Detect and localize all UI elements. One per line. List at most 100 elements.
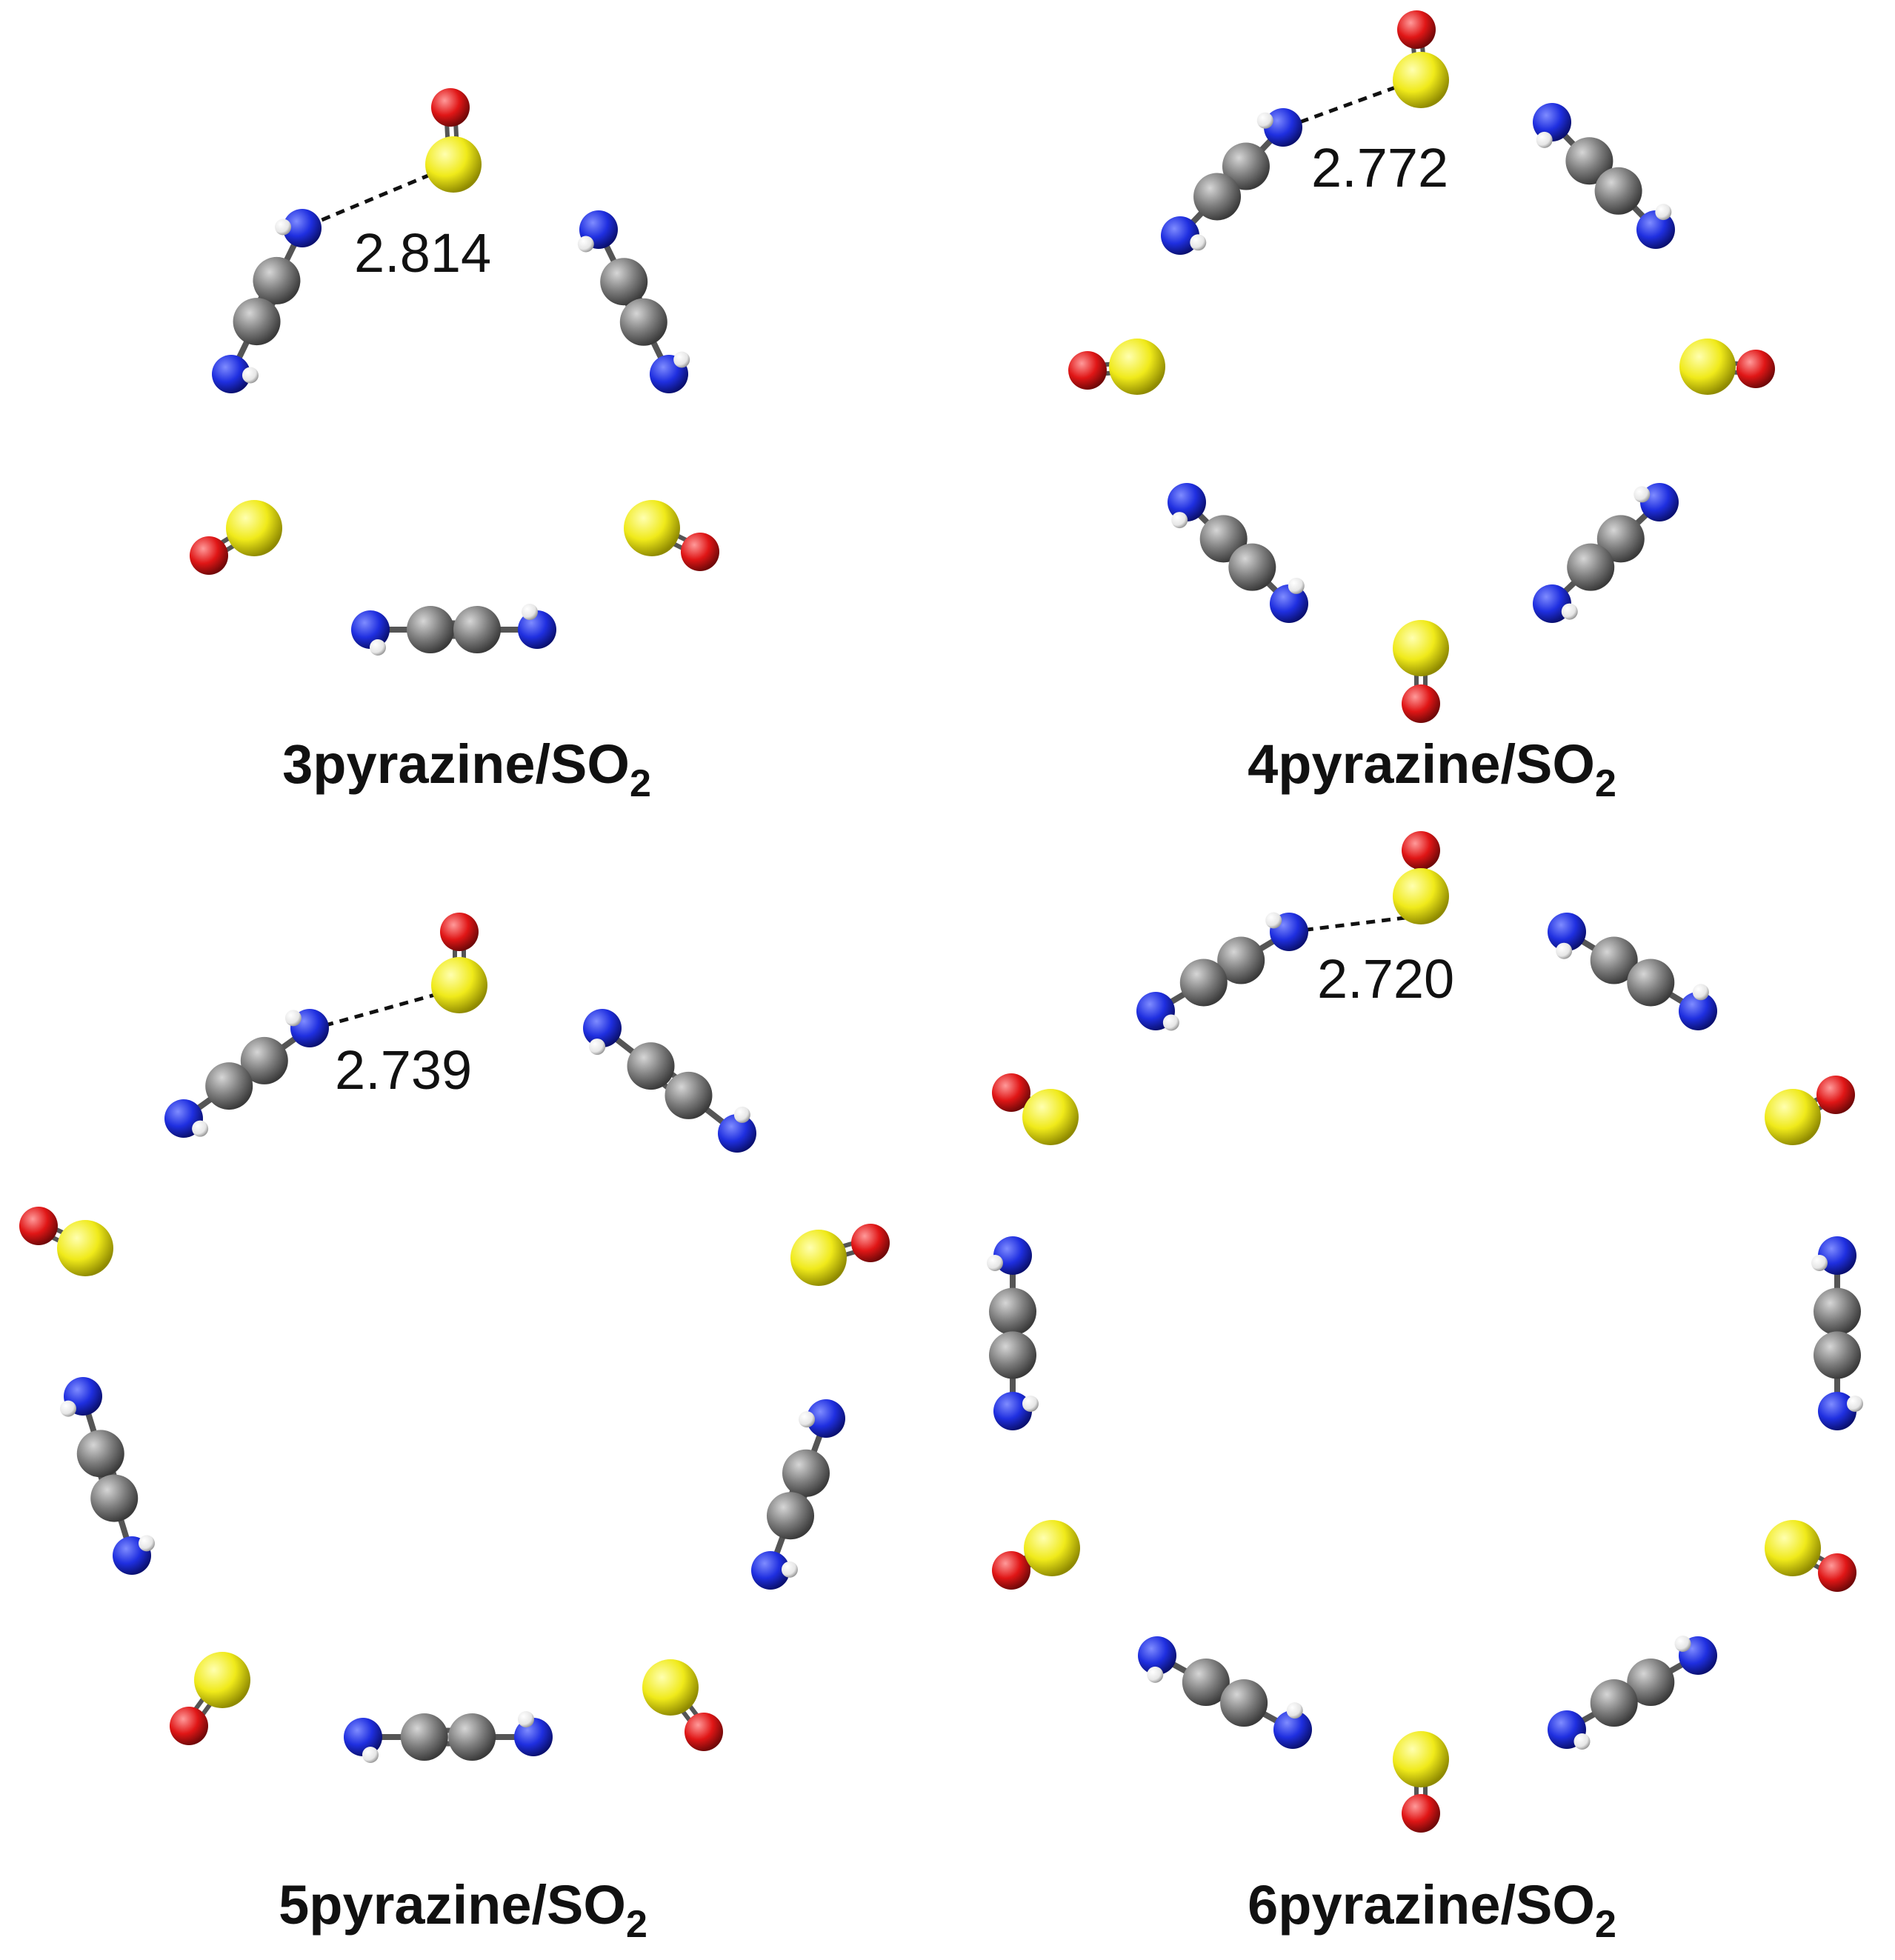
hydrogen-atom (1171, 512, 1188, 529)
nitrogen-atom (518, 610, 556, 649)
carbon-atom (240, 1036, 288, 1084)
carbon-atom (205, 1062, 253, 1110)
carbon-atom (1590, 1679, 1638, 1727)
oxygen-atom (19, 1207, 58, 1245)
carbon-atom (989, 1331, 1036, 1379)
hydrogen-atom (275, 219, 292, 236)
carbon-atom (1182, 1659, 1230, 1706)
carbon-atom (1222, 142, 1270, 190)
carbon-atom (767, 1492, 814, 1540)
oxygen-atom (1816, 1076, 1855, 1114)
hydrogen-atom (1692, 984, 1709, 1001)
nitrogen-atom (807, 1399, 845, 1438)
so2-molecule (624, 500, 719, 571)
nitrogen-atom (1138, 1636, 1176, 1675)
nitrogen-atom (1636, 210, 1675, 249)
carbon-atom (627, 1042, 675, 1090)
hydrogen-atom (1556, 942, 1573, 959)
carbon-atom (1179, 959, 1228, 1007)
carbon-atom (1814, 1287, 1861, 1336)
hydrogen-atom (1847, 1396, 1863, 1412)
oxygen-atom (431, 88, 470, 127)
nitrogen-atom (993, 1392, 1032, 1430)
so2-molecule (1068, 339, 1165, 395)
distance-label-3pyrazine: 2.814 (354, 222, 492, 284)
title-subscript: 2 (1594, 762, 1616, 805)
hydrogen-atom (1265, 912, 1282, 929)
hydrogen-atom (1162, 1014, 1179, 1031)
panel-4pyrazine (1068, 10, 1775, 723)
sulfur-atom (1765, 1089, 1821, 1145)
carbon-atom (233, 298, 281, 346)
sulfur-atom (790, 1230, 847, 1286)
hydrogen-bond-line (309, 989, 449, 1032)
carbon-atom (90, 1474, 139, 1522)
hydrogen-atom (518, 1711, 534, 1727)
hydrogen-atom (59, 1400, 76, 1417)
nitrogen-atom (993, 1236, 1032, 1275)
so2-molecule (992, 1520, 1080, 1590)
nitrogen-atom (1533, 103, 1571, 141)
carbon-atom (1228, 543, 1276, 591)
distance-label-4pyrazine: 2.772 (1311, 137, 1449, 199)
oxygen-atom (1397, 10, 1436, 49)
so2-molecule (1679, 339, 1775, 395)
carbon-atom (453, 606, 501, 653)
oxygen-atom (1402, 684, 1440, 723)
oxygen-atom (685, 1713, 723, 1751)
hydrogen-atom (370, 639, 386, 656)
carbon-atom (665, 1071, 713, 1119)
nitrogen-atom (212, 355, 250, 393)
oxygen-atom (1068, 351, 1107, 390)
title-main: 4pyrazine/SO (1248, 733, 1595, 795)
sulfur-atom (624, 500, 680, 556)
hydrogen-atom (1573, 1733, 1591, 1750)
panel-5pyrazine (19, 913, 890, 1763)
hydrogen-atom (799, 1411, 816, 1428)
oxygen-atom (1402, 831, 1440, 870)
pyrazine-molecule (1138, 1636, 1312, 1749)
so2-molecule (1393, 831, 1449, 924)
carbon-atom (1217, 936, 1265, 984)
sulfur-atom (1393, 868, 1449, 924)
pyrazine-molecule (1548, 913, 1717, 1030)
oxygen-atom (1402, 1794, 1440, 1833)
sulfur-atom (1393, 1731, 1449, 1787)
panel-title-6pyrazine: 6pyrazine/SO2 (1248, 1878, 1616, 1944)
oxygen-atom (992, 1551, 1030, 1590)
nitrogen-atom (1548, 913, 1586, 951)
nitrogen-atom (751, 1551, 790, 1590)
title-subscript: 2 (625, 1903, 647, 1946)
title-subscript: 2 (629, 762, 651, 805)
hydrogen-atom (781, 1561, 798, 1578)
hydrogen-atom (1561, 603, 1578, 620)
so2-molecule (1393, 1731, 1449, 1833)
hydrogen-atom (733, 1106, 750, 1123)
hydrogen-atom (1288, 577, 1305, 594)
nitrogen-atom (1270, 584, 1308, 623)
carbon-atom (782, 1449, 830, 1497)
hydrogen-atom (1811, 1255, 1828, 1271)
so2-molecule (992, 1073, 1079, 1145)
hydrogen-atom (1674, 1636, 1691, 1653)
pyrazine-molecule (344, 1711, 553, 1763)
hydrogen-atom (1536, 131, 1553, 148)
nitrogen-atom (344, 1718, 382, 1756)
oxygen-atom (170, 1707, 208, 1745)
sulfur-atom (1393, 52, 1449, 108)
pyrazine-molecule (577, 210, 690, 393)
nitrogen-atom (1640, 483, 1679, 521)
carbon-atom (1627, 959, 1675, 1007)
carbon-atom (1594, 167, 1642, 215)
sulfur-atom (431, 957, 487, 1013)
hydrogen-bond-line (307, 170, 438, 228)
hydrogen-atom (1655, 204, 1672, 221)
nitrogen-atom (1679, 992, 1717, 1030)
pyrazine-molecule (1811, 1236, 1863, 1430)
sulfur-atom (1765, 1520, 1821, 1576)
sulfur-atom (425, 136, 482, 193)
carbon-atom (1590, 936, 1638, 984)
oxygen-atom (440, 913, 479, 951)
hydrogen-bond-line (1288, 915, 1412, 934)
